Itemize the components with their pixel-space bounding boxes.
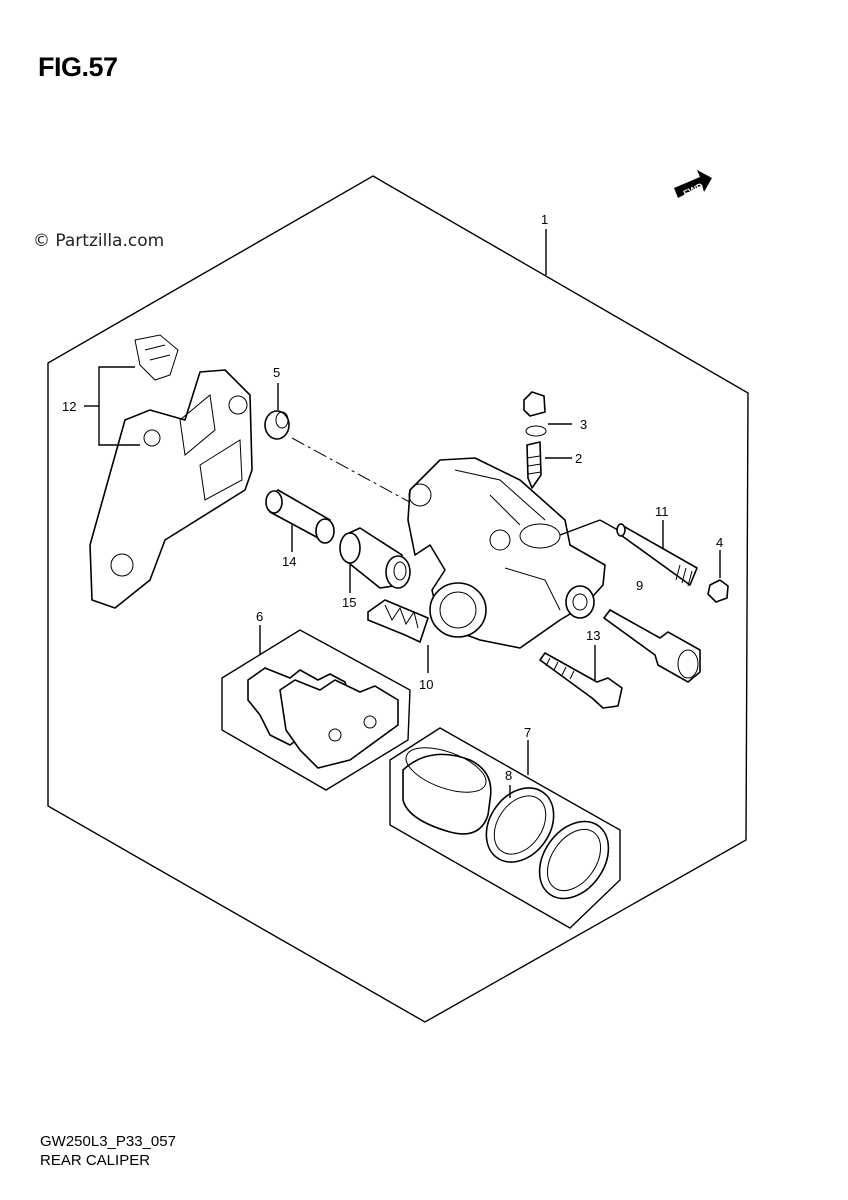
guide-pin-part bbox=[616, 523, 698, 587]
callout-7: 7 bbox=[524, 725, 531, 740]
caliper-body-part bbox=[407, 457, 606, 649]
slide-pin-part bbox=[265, 489, 335, 544]
callout-9: 9 bbox=[636, 578, 643, 593]
caliper-pin-bolt-part bbox=[603, 609, 701, 683]
assembly-outline bbox=[47, 175, 749, 1023]
boot-part bbox=[264, 410, 290, 440]
callout-1: 1 bbox=[541, 212, 548, 227]
pin-boot-part bbox=[339, 527, 411, 589]
diagram-subtitle: REAR CALIPER bbox=[40, 1152, 151, 1169]
callout-12: 12 bbox=[62, 399, 76, 414]
callout-11: 11 bbox=[655, 504, 669, 519]
callout-13: 13 bbox=[586, 628, 600, 643]
callout-4: 4 bbox=[716, 535, 723, 550]
callout-6: 6 bbox=[256, 609, 263, 624]
callout-5: 5 bbox=[273, 365, 280, 380]
callout-10: 10 bbox=[419, 677, 433, 692]
caliper-bracket-part bbox=[89, 334, 253, 609]
bleeder-screw-part bbox=[526, 441, 542, 489]
callout-3: 3 bbox=[580, 417, 587, 432]
piston-seal-kit-part bbox=[389, 727, 621, 929]
watermark-text: © Partzilla.com bbox=[33, 231, 165, 251]
bleeder-cap-part bbox=[523, 391, 547, 437]
diagram-code: GW250L3_P33_057 bbox=[40, 1133, 176, 1150]
pad-spring-part bbox=[367, 599, 429, 643]
callout-15: 15 bbox=[342, 595, 356, 610]
bolt-part bbox=[539, 652, 623, 709]
callout-8: 8 bbox=[505, 768, 512, 783]
fwd-arrow-icon: FWD bbox=[674, 170, 712, 199]
brake-pad-set-part bbox=[221, 629, 411, 791]
figure-title: FIG.57 bbox=[38, 52, 118, 82]
callout-14: 14 bbox=[282, 554, 296, 569]
callout-2: 2 bbox=[575, 451, 582, 466]
nut-part bbox=[707, 579, 729, 603]
